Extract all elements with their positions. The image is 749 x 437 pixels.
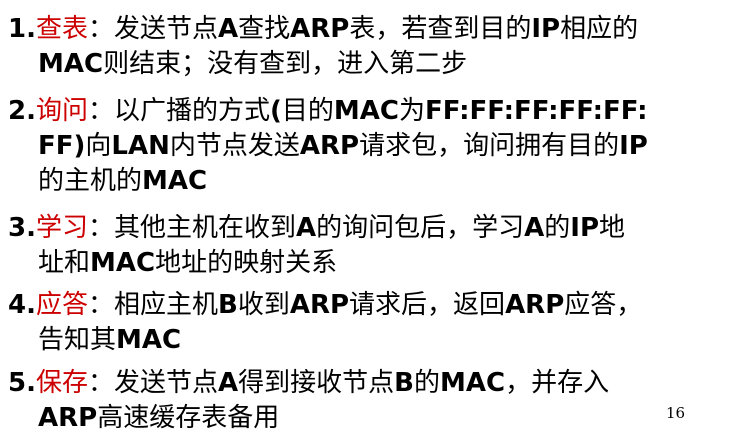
text-segment: 告知其	[38, 325, 117, 355]
step-keyword: 询问	[35, 96, 88, 126]
text-segment: 则结束；没有查到，进入第二步	[103, 49, 468, 79]
text-segment: MAC	[142, 166, 208, 196]
text-segment: 相应的	[560, 14, 639, 44]
text-segment: 的主机的	[38, 166, 143, 196]
text-segment: 请求后，返回	[349, 290, 506, 320]
step-item-5: 5.保存：发送节点A得到接收节点B的MAC，并存入 ARP高速缓存表备用	[8, 366, 743, 436]
page-number: 16	[666, 404, 686, 422]
text-segment: ARP	[505, 290, 565, 320]
text-segment: ，并存入	[505, 368, 610, 398]
text-segment: A	[296, 213, 317, 243]
text-segment: FF:FF:FF:FF:FF:	[425, 96, 648, 126]
text-segment: 的询问包后，学习	[316, 213, 525, 243]
text-segment: FF)	[38, 131, 86, 161]
step-line: 3.学习：其他主机在收到A的询问包后，学习A的IP地	[8, 211, 743, 246]
text-segment: 的	[413, 368, 440, 398]
text-segment: ：其他主机在收到	[87, 213, 296, 243]
text-segment: IP	[570, 213, 600, 243]
step-item-1: 1.查表：发送节点A查找ARP表，若查到目的IP相应的 MAC则结束；没有查到，…	[8, 12, 743, 82]
text-segment: ：以广播的方式	[87, 96, 270, 126]
text-segment: A	[524, 213, 545, 243]
text-segment: 得到接收节点	[238, 368, 395, 398]
text-segment: MAC	[439, 368, 506, 398]
step-item-4: 4.应答：相应主机B收到ARP请求后，返回ARP应答， 告知其MAC	[8, 288, 743, 358]
text-segment: 应答，	[564, 290, 643, 320]
step-line: 4.应答：相应主机B收到ARP请求后，返回ARP应答，	[8, 288, 743, 323]
step-keyword: 查表	[35, 14, 88, 44]
step-number: 3.	[8, 213, 36, 243]
step-number: 2.	[8, 96, 36, 126]
text-segment: 址和	[38, 248, 91, 278]
text-segment: 查找	[238, 14, 291, 44]
text-segment: 表，若查到目的	[349, 14, 532, 44]
step-keyword: 保存	[35, 368, 88, 398]
text-segment: LAN	[111, 131, 170, 161]
step-item-3: 3.学习：其他主机在收到A的询问包后，学习A的IP地 址和MAC地址的映射关系	[8, 211, 743, 281]
text-segment: B	[394, 368, 414, 398]
text-segment: IP	[619, 131, 648, 161]
step-line: 5.保存：发送节点A得到接收节点B的MAC，并存入	[8, 366, 743, 401]
text-segment: ARP	[38, 403, 98, 433]
text-segment: A	[218, 14, 239, 44]
step-line: 址和MAC地址的映射关系	[8, 246, 743, 281]
step-line: MAC则结束；没有查到，进入第二步	[8, 47, 743, 82]
text-segment: MAC	[116, 325, 182, 355]
text-segment: 为	[398, 96, 425, 126]
step-line: ARP高速缓存表备用	[8, 401, 743, 436]
step-number: 5.	[8, 368, 36, 398]
text-segment: 高速缓存表备用	[97, 403, 280, 433]
text-segment: 目的	[281, 96, 334, 126]
text-segment: ：相应主机	[87, 290, 218, 320]
step-number: 1.	[8, 14, 36, 44]
text-segment: 地	[599, 213, 626, 243]
step-line: FF)向LAN内节点发送ARP请求包，询问拥有目的IP	[8, 129, 743, 164]
text-segment: 请求包，询问拥有目的	[359, 131, 620, 161]
text-segment: ：发送节点	[87, 14, 218, 44]
text-segment: IP	[531, 14, 561, 44]
text-segment: 向	[85, 131, 112, 161]
step-keyword: 应答	[35, 290, 88, 320]
step-line: 1.查表：发送节点A查找ARP表，若查到目的IP相应的	[8, 12, 743, 47]
text-segment: MAC	[38, 49, 104, 79]
text-segment: 内节点发送	[169, 131, 300, 161]
text-segment: 收到	[237, 290, 290, 320]
step-line: 的主机的MAC	[8, 164, 743, 199]
text-segment: ：发送节点	[87, 368, 218, 398]
text-segment: 的	[544, 213, 571, 243]
text-segment: MAC	[90, 248, 156, 278]
step-item-2: 2.询问：以广播的方式(目的MAC为FF:FF:FF:FF:FF: FF)向LA…	[8, 94, 743, 199]
text-segment: MAC	[333, 96, 399, 126]
text-segment: A	[218, 368, 239, 398]
text-segment: ARP	[290, 14, 350, 44]
step-keyword: 学习	[35, 213, 88, 243]
text-segment: ARP	[289, 290, 350, 320]
step-number: 4.	[8, 290, 36, 320]
text-segment: B	[218, 290, 238, 320]
text-segment: 地址的映射关系	[155, 248, 338, 278]
step-line: 告知其MAC	[8, 323, 743, 358]
step-line: 2.询问：以广播的方式(目的MAC为FF:FF:FF:FF:FF:	[8, 94, 743, 129]
text-segment: (	[270, 96, 282, 126]
text-segment: ARP	[299, 131, 360, 161]
